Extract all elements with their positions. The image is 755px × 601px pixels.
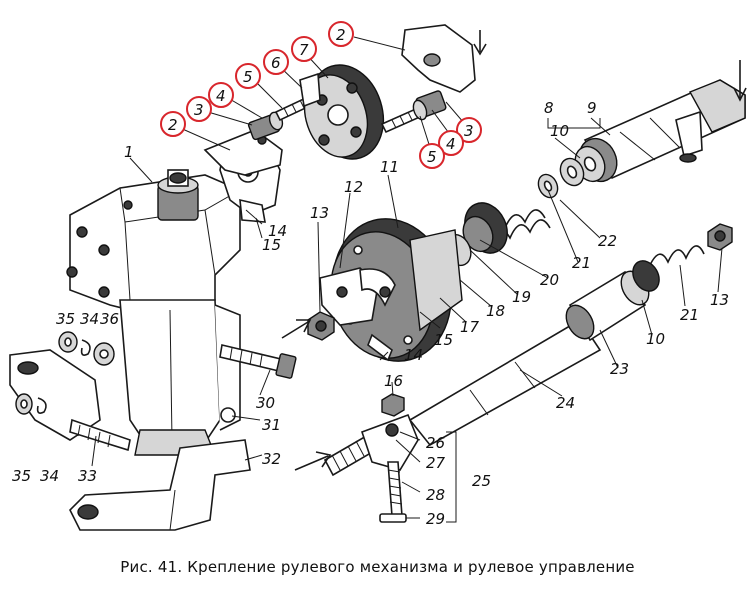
label-2a: 2	[168, 116, 178, 134]
figure-caption: Рис. 41. Крепление рулевого механизма и …	[120, 558, 635, 576]
label-35a: 35	[56, 310, 75, 328]
label-28: 28	[426, 486, 445, 504]
ring-5-left	[235, 63, 261, 89]
steering-gear-housing	[66, 169, 251, 531]
ring-6	[263, 49, 289, 75]
lower-steering-shaft	[294, 223, 733, 523]
arrow-left	[281, 319, 312, 339]
label-14a: 14	[268, 222, 287, 240]
ring-3-left	[186, 96, 212, 122]
label-24: 24	[556, 394, 575, 412]
label-12: 12	[344, 178, 363, 196]
label-15a: 15	[262, 236, 281, 254]
elastic-coupling-7	[303, 64, 385, 160]
label-26: 26	[426, 434, 445, 452]
bolt-30	[219, 344, 297, 379]
label-21a: 21	[572, 254, 591, 272]
ring-2-top	[328, 21, 354, 47]
label-13a: 13	[310, 204, 329, 222]
intermediate-shaft-upper	[537, 60, 747, 199]
label-6: 6	[271, 54, 281, 72]
leader-lines	[91, 36, 723, 523]
label-18: 18	[486, 302, 505, 320]
label-21b: 21	[680, 306, 699, 324]
label-31: 31	[262, 416, 281, 434]
ring-3-right	[456, 117, 482, 143]
ring-2-left	[160, 111, 186, 137]
ring-5-right	[419, 143, 445, 169]
lower-lever-33	[9, 349, 131, 452]
label-15b: 15	[434, 331, 453, 349]
part-number-labels: 1 14 15 8 9 10 11 12 13 22 21 20 19 18 1…	[12, 99, 729, 528]
coupling-flange-6	[299, 72, 321, 108]
right-plate-2	[401, 24, 487, 93]
ring-7	[291, 36, 317, 62]
label-8: 8	[544, 99, 554, 117]
highlighted-callouts: 2 7 6 5 4 3 2 3 4 5	[160, 21, 482, 169]
left-plate-2	[203, 129, 283, 176]
label-4b: 4	[446, 135, 456, 153]
label-10a: 10	[550, 122, 569, 140]
label-5b: 5	[427, 148, 437, 166]
label-34b: 34	[40, 467, 59, 485]
label-29: 29	[426, 510, 445, 528]
right-bushing-3-4	[412, 90, 447, 121]
label-23: 23	[610, 360, 629, 378]
label-25: 25	[472, 472, 491, 490]
label-36: 36	[100, 310, 119, 328]
label-1: 1	[124, 143, 134, 161]
label-13b: 13	[710, 291, 729, 309]
label-3a: 3	[194, 101, 204, 119]
label-32: 32	[262, 450, 281, 468]
label-10b: 10	[646, 330, 665, 348]
label-35b: 35	[12, 467, 31, 485]
washers-34-35-36	[58, 331, 115, 366]
label-5a: 5	[243, 68, 253, 86]
ring-4-right	[438, 130, 464, 156]
label-33: 33	[78, 467, 97, 485]
label-34a: 34	[80, 310, 99, 328]
label-9: 9	[587, 99, 597, 117]
label-4a: 4	[216, 87, 226, 105]
label-7: 7	[299, 41, 309, 59]
label-11: 11	[380, 158, 399, 176]
label-17: 17	[460, 318, 480, 336]
label-30: 30	[256, 394, 275, 412]
label-3b: 3	[464, 122, 474, 140]
label-19: 19	[512, 288, 531, 306]
label-22: 22	[598, 232, 617, 250]
yoke-12	[319, 267, 396, 362]
label-16: 16	[384, 372, 403, 390]
ring-4-left	[208, 82, 234, 108]
label-14b: 14	[404, 346, 423, 364]
nut-13-left	[307, 311, 335, 341]
label-27: 27	[426, 454, 446, 472]
label-20: 20	[540, 271, 559, 289]
label-2b: 2	[336, 26, 346, 44]
